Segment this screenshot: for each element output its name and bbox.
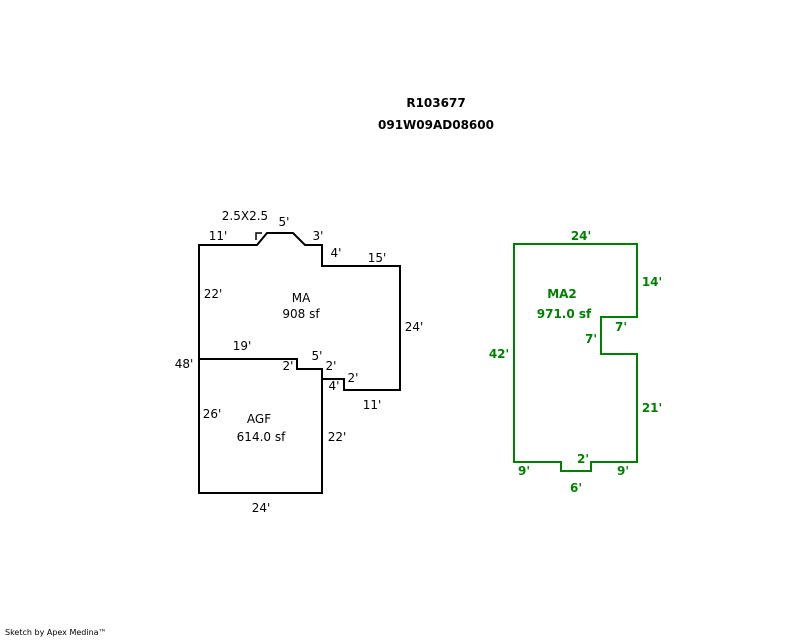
dim-ma-right: 24' bbox=[405, 320, 424, 334]
dim-ma2-bottom-left: 9' bbox=[518, 464, 530, 478]
agf-area-label: 614.0 sf bbox=[237, 430, 286, 444]
dim-agf-step-c: 2' bbox=[326, 359, 337, 373]
dim-agf-bottom: 24' bbox=[252, 501, 271, 515]
parcel-id: R103677 bbox=[406, 96, 465, 110]
dim-ma-left-upper: 22' bbox=[204, 287, 223, 301]
dim-ma-step-down: 4' bbox=[331, 246, 342, 260]
dim-agf-left: 26' bbox=[203, 407, 222, 421]
dim-agf-step-b: 5' bbox=[312, 349, 323, 363]
dim-ma2-top: 24' bbox=[571, 229, 591, 243]
dim-ma-top-right: 15' bbox=[368, 251, 387, 265]
dim-ma-top-left: 11' bbox=[209, 229, 228, 243]
dim-ma2-notch-height: 7' bbox=[585, 332, 597, 346]
ma-area-label: 908 sf bbox=[282, 307, 320, 321]
dim-ma2-notch-depth: 7' bbox=[615, 320, 627, 334]
dim-ma2-bottom-right: 9' bbox=[617, 464, 629, 478]
dim-ma-bay-right: 3' bbox=[313, 229, 324, 243]
dim-ma-bay-top: 5' bbox=[279, 215, 290, 229]
bay-corner-marker bbox=[255, 232, 262, 240]
dim-ma2-right-upper: 14' bbox=[642, 275, 662, 289]
dim-ma2-bottom-notch: 2' bbox=[577, 452, 589, 466]
map-number: 091W09AD08600 bbox=[378, 118, 494, 132]
ma2-outline bbox=[513, 243, 638, 472]
dim-ma2-right-lower: 21' bbox=[642, 401, 662, 415]
dim-ma2-left: 42' bbox=[489, 347, 509, 361]
ma-code-label: MA bbox=[292, 291, 311, 305]
sketch-credit: Sketch by Apex Medina™ bbox=[5, 628, 107, 637]
dim-ma2-bottom-center: 6' bbox=[570, 481, 582, 495]
dim-overall-left: 48' bbox=[175, 357, 194, 371]
dim-agf-right: 22' bbox=[328, 430, 347, 444]
dim-ma-notch-left: 4' bbox=[329, 379, 340, 393]
dim-ma-notch-right: 2' bbox=[348, 371, 359, 385]
dim-agf-step-a: 2' bbox=[283, 359, 294, 373]
ma2-code-label: MA2 bbox=[547, 287, 577, 301]
ma-outline bbox=[198, 232, 401, 391]
agf-outline bbox=[198, 358, 323, 494]
dim-ma-bottom-right: 11' bbox=[363, 398, 382, 412]
dim-ma-bay: 2.5X2.5 bbox=[222, 209, 268, 223]
dim-agf-top: 19' bbox=[233, 339, 252, 353]
agf-code-label: AGF bbox=[247, 412, 271, 426]
ma2-area-label: 971.0 sf bbox=[537, 307, 592, 321]
